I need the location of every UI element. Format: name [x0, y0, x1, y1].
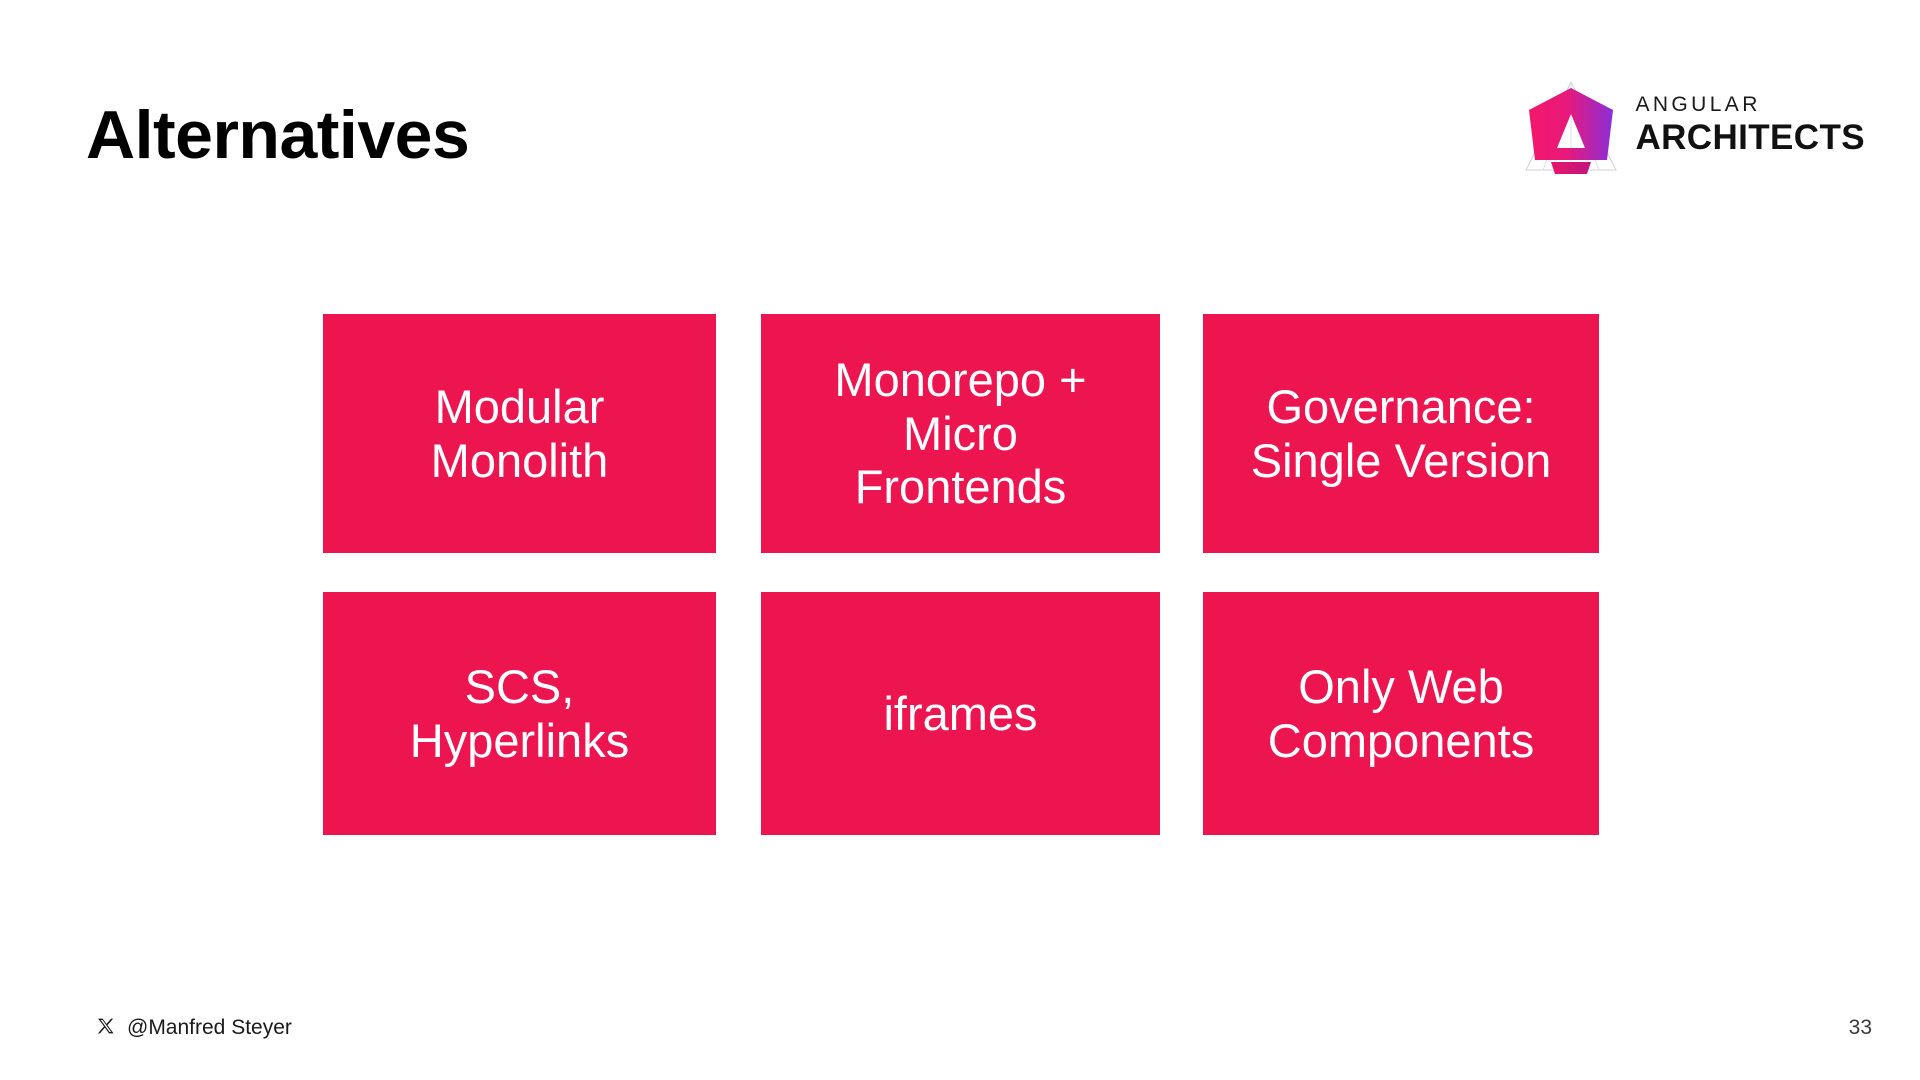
- alternative-box-monorepo-micro-frontends: Monorepo + Micro Frontends: [761, 314, 1160, 553]
- alternative-box-label: SCS, Hyperlinks: [409, 659, 630, 767]
- alternative-box-scs-hyperlinks: SCS, Hyperlinks: [323, 592, 716, 835]
- angular-architects-logo: ANGULAR ARCHITECTS: [1521, 72, 1865, 180]
- alternative-box-label: Modular Monolith: [430, 379, 609, 487]
- alternatives-grid: Modular Monolith Monorepo + Micro Fronte…: [323, 314, 1599, 835]
- alternative-box-only-web-components: Only Web Components: [1203, 592, 1599, 835]
- alternative-box-modular-monolith: Modular Monolith: [323, 314, 716, 553]
- alternative-box-label: Monorepo + Micro Frontends: [834, 353, 1087, 514]
- page-number: 33: [1848, 1016, 1872, 1039]
- angular-architects-shield-icon: [1521, 74, 1621, 178]
- alternative-box-label: Governance: Single Version: [1250, 379, 1552, 487]
- alternative-box-iframes: iframes: [761, 592, 1160, 835]
- footer-handle-text: @Manfred Steyer: [127, 1016, 292, 1039]
- alternative-box-label: Only Web Components: [1267, 659, 1535, 767]
- page-title: Alternatives: [86, 97, 470, 173]
- alternative-box-governance-single-version: Governance: Single Version: [1203, 314, 1599, 553]
- footer-social: @Manfred Steyer: [96, 1017, 292, 1038]
- logo-wordmark: ANGULAR ARCHITECTS: [1635, 94, 1865, 159]
- alternative-box-label: iframes: [883, 686, 1038, 740]
- logo-text-angular: ANGULAR: [1635, 92, 1761, 116]
- x-twitter-icon: [96, 1017, 117, 1038]
- logo-text-architects: ARCHITECTS: [1635, 117, 1865, 157]
